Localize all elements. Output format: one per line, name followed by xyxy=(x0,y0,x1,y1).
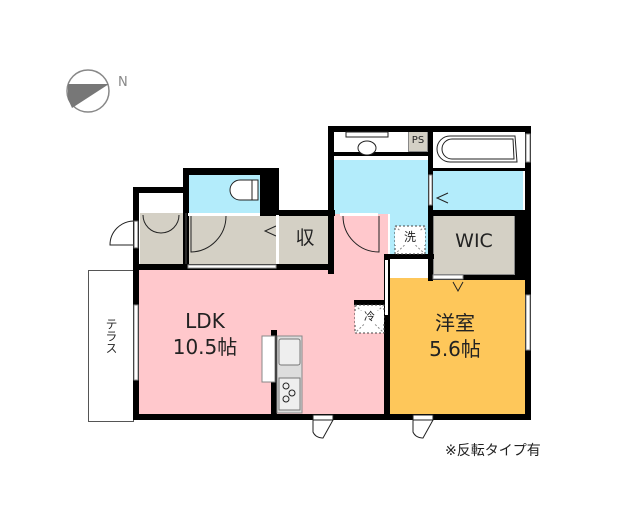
toilet-icon xyxy=(229,179,259,201)
wall xyxy=(334,152,428,156)
ps-label: PS xyxy=(411,135,425,146)
storage-floor xyxy=(280,213,330,268)
wall xyxy=(433,168,525,171)
compass-north-label: N xyxy=(118,75,128,90)
wall xyxy=(428,275,531,280)
fridge-label: 冷 xyxy=(355,310,384,324)
compass-icon xyxy=(66,69,110,113)
reversed-type-note: ※反転タイプ有 xyxy=(445,443,541,459)
wall xyxy=(515,210,531,280)
wic-label: WIC xyxy=(455,230,493,252)
ldk-size: 10.5帖 xyxy=(172,335,238,359)
washbasin-icon xyxy=(334,131,404,156)
compass xyxy=(65,66,115,116)
kitchen-icon xyxy=(261,335,303,414)
wall xyxy=(384,254,434,259)
bathtub-icon xyxy=(433,132,531,168)
wall xyxy=(428,210,531,216)
entrance-floor xyxy=(140,213,280,268)
terrace xyxy=(88,270,134,422)
wall xyxy=(260,168,279,215)
western-room-size: 5.6帖 xyxy=(429,337,481,361)
storage-label: 収 xyxy=(295,227,315,249)
ldk-name: LDK xyxy=(185,309,225,333)
western-room-name: 洋室 xyxy=(435,311,475,335)
western-room-floor xyxy=(390,278,525,415)
wall xyxy=(183,168,279,175)
washer-label: 洗 xyxy=(395,230,425,245)
wall xyxy=(328,126,334,274)
terrace-label: テラス xyxy=(104,318,118,354)
wall xyxy=(133,187,139,420)
wall xyxy=(384,254,390,420)
wall xyxy=(260,210,335,216)
washroom-floor xyxy=(333,160,428,214)
wall xyxy=(133,187,188,193)
